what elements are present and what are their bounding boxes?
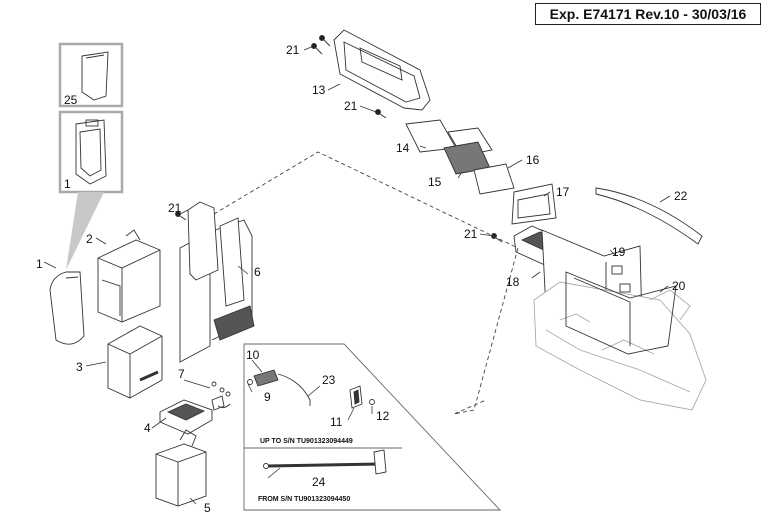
part-17-board: [511, 183, 557, 225]
callout-2: 2: [86, 232, 93, 246]
callout-19: 19: [612, 245, 626, 259]
part-16-board: [473, 163, 515, 195]
screws-21: [175, 35, 503, 243]
callout-22: 22: [674, 189, 688, 203]
part-20-chassis: [533, 281, 707, 411]
callout-6: 6: [254, 265, 261, 279]
callout-12: 12: [376, 409, 390, 423]
part-6-frame: [179, 201, 255, 363]
callout-7: 7: [178, 367, 185, 381]
part-2-housing: [97, 229, 161, 323]
callout-17: 17: [556, 185, 570, 199]
callout-1: 1: [36, 257, 43, 271]
callout-11: 11: [330, 415, 343, 429]
callout-10: 10: [246, 348, 260, 362]
part-4-holder: [159, 395, 225, 435]
callout-21-mid: 21: [344, 99, 358, 113]
part-10-tube: [247, 369, 311, 406]
callout-3: 3: [76, 360, 83, 374]
callout-23: 23: [322, 373, 336, 387]
callout-9: 9: [264, 390, 271, 404]
callout-13: 13: [312, 83, 326, 97]
part-20-bracket: [565, 271, 677, 355]
callout-14: 14: [396, 141, 410, 155]
part-15-display: [443, 127, 493, 175]
inset-part-25: [58, 42, 124, 108]
callout-25: 25: [64, 93, 78, 107]
callout-1-inset: 1: [64, 177, 71, 191]
callout-21-left: 21: [168, 201, 182, 215]
callout-5: 5: [204, 501, 211, 515]
note-from-serial: FROM S/N TU901323094450: [258, 496, 350, 503]
assembly-guide-line: [213, 151, 519, 415]
callout-18: 18: [506, 275, 520, 289]
part-13-bezel-frame: [333, 29, 431, 111]
part-5-cup: [155, 429, 207, 507]
part-24-rod: [263, 449, 387, 475]
callout-24: 24: [312, 475, 326, 489]
variant-inset-box: [243, 343, 502, 511]
callout-4: 4: [144, 421, 151, 435]
note-up-to-serial: UP TO S/N TU901323094449: [260, 438, 353, 445]
callout-21-right: 21: [464, 227, 478, 241]
part-22-strip: [595, 187, 703, 245]
callout-15: 15: [428, 175, 442, 189]
inset-part-1: [58, 110, 124, 194]
callout-20: 20: [672, 279, 686, 293]
callout-16: 16: [526, 153, 540, 167]
part-7-hardware: [211, 381, 231, 409]
part-1-cover: [49, 271, 85, 345]
part-11-12-clip: [349, 385, 375, 409]
zoom-indicator: [66, 192, 104, 270]
part-3-container: [107, 325, 163, 399]
document-reference: Exp. E74171 Rev.10 - 30/03/16: [535, 3, 761, 25]
callout-21-top: 21: [286, 43, 300, 57]
